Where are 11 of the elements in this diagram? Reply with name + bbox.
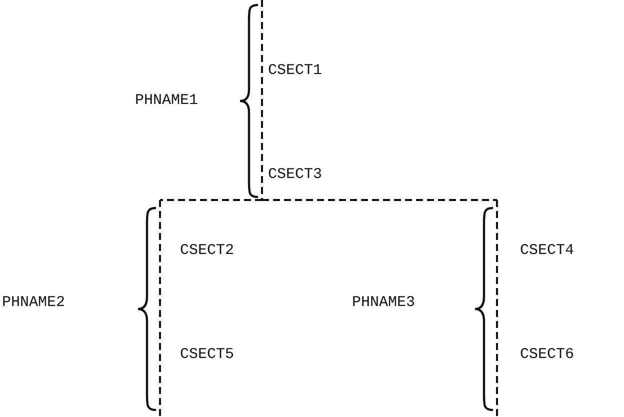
section-name: CSECT1 (268, 62, 322, 80)
section-name: CSECT6 (520, 346, 574, 364)
segment-name: PHNAME1 (135, 92, 198, 110)
section-name: CSECT2 (180, 242, 234, 260)
section-name: CSECT3 (268, 166, 322, 184)
connector-line (262, 199, 497, 201)
section-name: CSECT5 (180, 346, 234, 364)
segment-name: PHNAME2 (2, 294, 66, 312)
connector-line (160, 199, 262, 201)
segment-name: PHNAME3 (352, 294, 416, 312)
section-name: CSECT4 (520, 242, 574, 260)
